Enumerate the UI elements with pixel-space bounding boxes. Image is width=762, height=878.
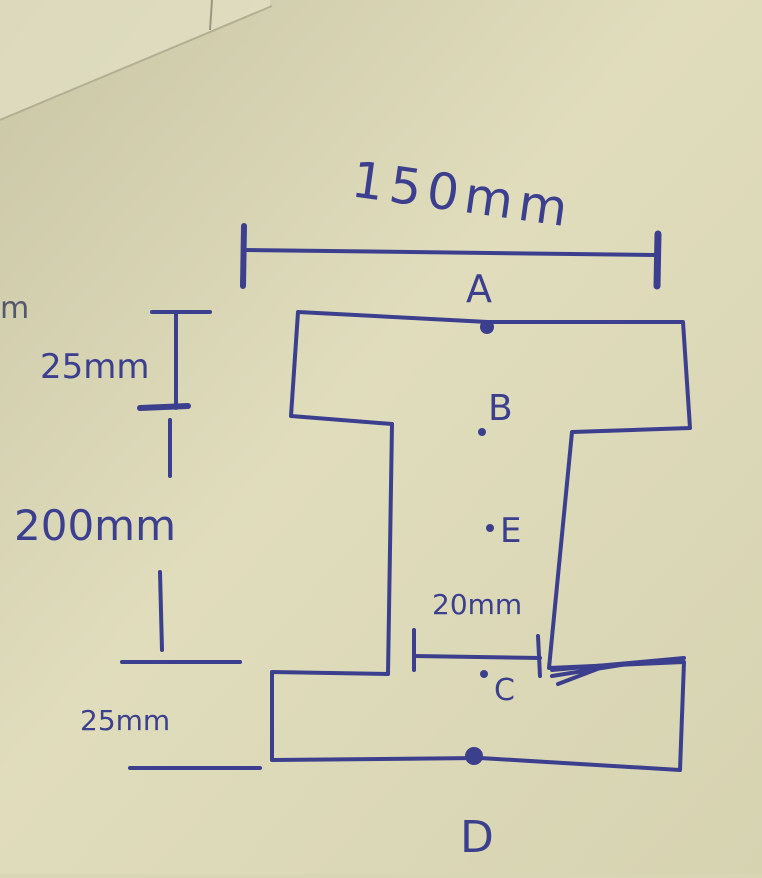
point-c-marker [480, 670, 488, 678]
point-c-label: C [494, 673, 515, 708]
point-b-label: B [488, 388, 513, 429]
point-a-label: A [466, 267, 492, 311]
i-beam-outline [270, 310, 692, 772]
junction-hatch [550, 656, 686, 686]
web-thickness-tick-right [536, 634, 542, 678]
bottom-flange-label: 25mm [80, 704, 170, 737]
point-a-marker [480, 320, 494, 334]
point-b-marker [478, 428, 486, 436]
flange-web-tick [137, 403, 191, 411]
sheet-corner [0, 0, 270, 120]
web-height-label: 200mm [14, 501, 176, 550]
point-e-marker [486, 524, 494, 532]
width-dimension-line [243, 248, 657, 257]
point-e-label: E [500, 511, 521, 551]
web-dimension-line-lower [158, 570, 164, 652]
sheet-edge-line [0, 5, 273, 121]
margin-mark-label: m [0, 291, 29, 326]
web-thickness-label: 20mm [432, 588, 522, 621]
point-d-label: D [460, 812, 494, 863]
width-dimension-tick-left [240, 223, 247, 289]
width-dimension-tick-right [653, 230, 662, 290]
sheet-mark [209, 0, 213, 31]
top-flange-label: 25mm [40, 347, 150, 387]
web-thickness-line [412, 654, 542, 660]
point-d-marker [465, 747, 483, 765]
